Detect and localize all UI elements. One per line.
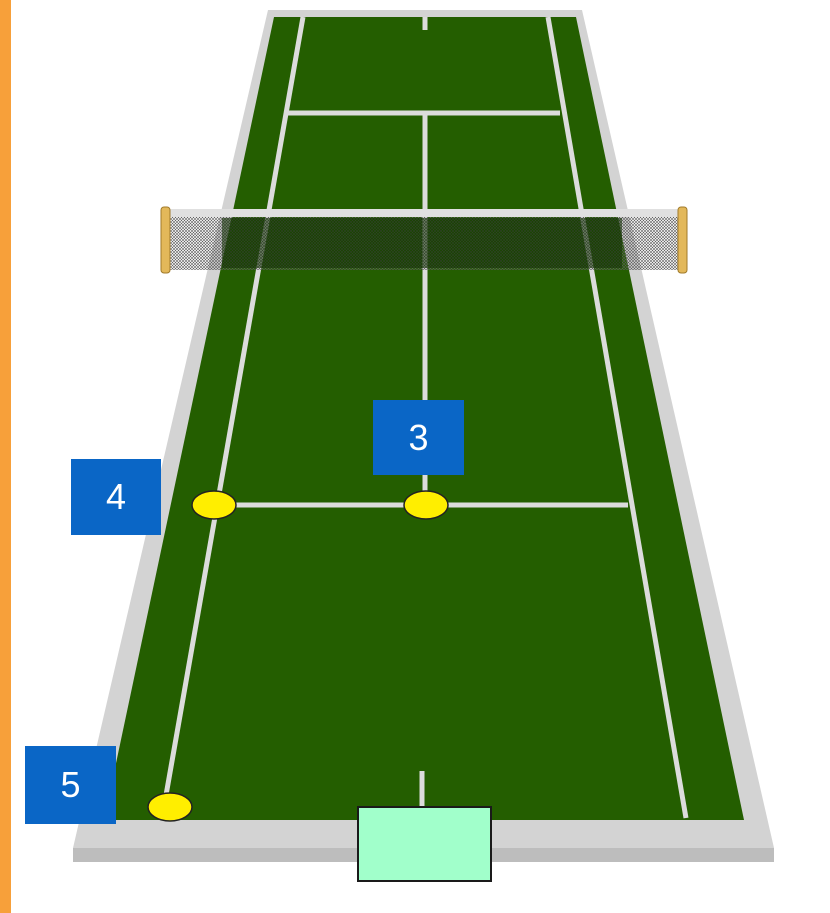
position-marker-3: 3	[373, 400, 464, 475]
net-post-right	[678, 207, 687, 273]
position-marker-5: 5	[25, 746, 116, 824]
net	[161, 207, 687, 273]
ball-at-marker-5[interactable]	[148, 793, 192, 821]
net-shade	[222, 218, 622, 268]
position-marker-5-label: 5	[60, 764, 80, 806]
net-post-left	[161, 207, 170, 273]
server-position-box[interactable]	[357, 806, 492, 882]
position-marker-3-label: 3	[408, 417, 428, 459]
position-marker-4-label: 4	[106, 476, 126, 518]
ball-at-marker-4[interactable]	[192, 491, 236, 519]
position-marker-4: 4	[71, 459, 161, 535]
edge-stripe	[0, 0, 11, 913]
ball-at-marker-3[interactable]	[404, 491, 448, 519]
net-tape	[168, 209, 680, 217]
